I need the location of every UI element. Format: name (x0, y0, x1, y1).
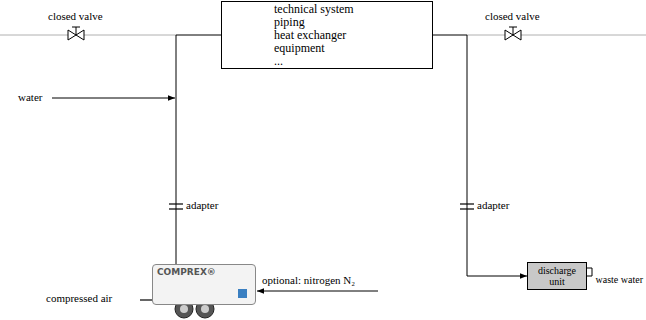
nitrogen-label: optional: nitrogen N₂ (262, 274, 355, 287)
node-text: technical system (274, 3, 432, 16)
main-line (467, 35, 646, 36)
system-box: technical systempipingheat exchangerequi… (221, 1, 433, 69)
pipe-connector (176, 35, 221, 264)
logo-mark (238, 289, 247, 298)
node-text: COMPREX® (157, 267, 251, 277)
valve-symbol (505, 27, 521, 40)
air-label: compressed air (46, 292, 112, 305)
node-text: equipment (274, 42, 432, 55)
pipe-connector (433, 35, 527, 276)
adapter-label: adapter (186, 199, 218, 212)
discharge-unit: discharge unit (527, 262, 587, 290)
valve-label: closed valve (48, 10, 103, 23)
node-text: discharge unit (531, 265, 583, 287)
outlet-symbol (587, 268, 592, 276)
nitrogen-arrow (257, 291, 378, 292)
node-text: heat exchanger (274, 29, 432, 42)
adapter-label: adapter (477, 199, 509, 212)
comprex-unit: COMPREX® (152, 264, 256, 305)
main-line (0, 35, 176, 36)
water-label: water (18, 91, 42, 104)
valve-label: closed valve (485, 10, 540, 23)
node-text: piping (274, 16, 432, 29)
node-text: ... (274, 55, 432, 68)
water-arrow (52, 98, 175, 99)
valve-symbol (68, 27, 84, 40)
waste-water-label: waste water (596, 274, 643, 286)
